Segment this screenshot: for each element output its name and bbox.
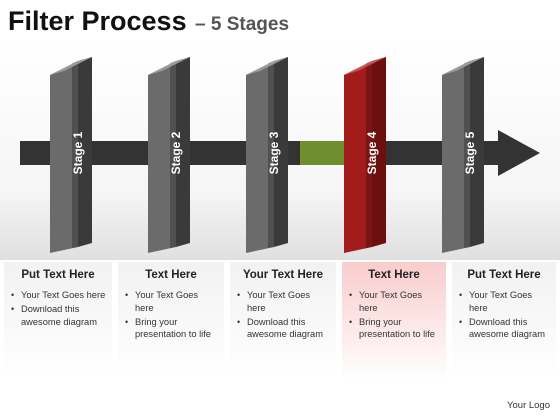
panel-front-face bbox=[246, 61, 274, 253]
panel-side-face bbox=[78, 57, 92, 247]
panel-top-face bbox=[344, 57, 386, 75]
panel-front-face bbox=[442, 61, 470, 253]
bullet-item: Bring your presentation to life bbox=[125, 316, 219, 342]
stage-panel-3: Stage 3 bbox=[246, 57, 288, 253]
stage-label: Stage 5 bbox=[463, 131, 477, 174]
page-title: Filter Process – 5 Stages bbox=[8, 6, 289, 38]
stage-label: Stage 4 bbox=[365, 131, 379, 174]
arrow-head bbox=[498, 130, 540, 176]
stage-panel-4: Stage 4 bbox=[344, 57, 386, 253]
bullet-list: Your Text Goes hereDownload this awesome… bbox=[9, 289, 107, 328]
panel-edge-shade bbox=[268, 61, 274, 248]
text-column-1: Put Text HereYour Text Goes hereDownload… bbox=[4, 262, 112, 380]
panel-side-face bbox=[274, 57, 288, 247]
panel-top-face bbox=[246, 57, 288, 75]
panel-edge-shade bbox=[170, 61, 176, 248]
bullet-item: Your Text Goes here bbox=[125, 289, 219, 315]
stage-panel-1: Stage 1 bbox=[50, 57, 92, 253]
stage-label: Stage 2 bbox=[169, 131, 183, 174]
stage-label: Stage 1 bbox=[71, 131, 85, 174]
bullet-item: Bring your presentation to life bbox=[349, 316, 441, 342]
column-heading: Your Text Here bbox=[242, 269, 324, 281]
text-column-2: Text HereYour Text Goes hereBring your p… bbox=[118, 262, 224, 380]
bullet-list: Your Text Goes hereBring your presentati… bbox=[123, 289, 219, 341]
text-column-4: Text HereYour Text Goes hereBring your p… bbox=[342, 262, 446, 380]
text-column-3: Your Text HereYour Text Goes hereDownloa… bbox=[230, 262, 336, 380]
bullet-item: Download this awesome diagram bbox=[11, 303, 107, 329]
panel-front-face bbox=[344, 61, 372, 253]
title-main: Filter Process bbox=[8, 6, 187, 36]
panel-front-face bbox=[148, 61, 176, 253]
stage-label: Stage 3 bbox=[267, 131, 281, 174]
panel-edge-shade bbox=[464, 61, 470, 248]
text-column-5: Put Text HereYour Text Goes hereDownload… bbox=[452, 262, 556, 380]
bullet-item: Download this awesome diagram bbox=[459, 316, 551, 342]
panel-side-face bbox=[372, 57, 386, 247]
bullet-item: Your Text Goes here bbox=[11, 289, 107, 302]
panel-top-face bbox=[50, 57, 92, 75]
panel-side-face bbox=[470, 57, 484, 247]
panel-front-face bbox=[50, 61, 78, 253]
bullet-list: Your Text Goes hereBring your presentati… bbox=[347, 289, 441, 341]
panel-top-face bbox=[442, 57, 484, 75]
footer-logo: Your Logo bbox=[507, 400, 550, 411]
bullet-item: Your Text Goes here bbox=[237, 289, 331, 315]
bullet-list: Your Text Goes hereDownload this awesome… bbox=[235, 289, 331, 341]
column-heading: Text Here bbox=[145, 269, 197, 281]
bullet-list: Your Text Goes hereDownload this awesome… bbox=[457, 289, 551, 341]
stage-panel-2: Stage 2 bbox=[148, 57, 190, 253]
column-heading: Text Here bbox=[368, 269, 420, 281]
filter-process-diagram: Stage 1 Stage 2 Stage 3 Stage 4 Stage 5 bbox=[20, 57, 540, 253]
column-heading: Put Text Here bbox=[21, 269, 95, 281]
bullet-item: Your Text Goes here bbox=[349, 289, 441, 315]
panel-edge-shade bbox=[366, 61, 372, 248]
bullet-item: Download this awesome diagram bbox=[237, 316, 331, 342]
title-subtitle: – 5 Stages bbox=[195, 14, 290, 35]
panel-top-face bbox=[148, 57, 190, 75]
panel-edge-shade bbox=[72, 61, 78, 248]
panel-side-face bbox=[176, 57, 190, 247]
stage-panel-5: Stage 5 bbox=[442, 57, 484, 253]
bullet-item: Your Text Goes here bbox=[459, 289, 551, 315]
column-heading: Put Text Here bbox=[467, 269, 541, 281]
